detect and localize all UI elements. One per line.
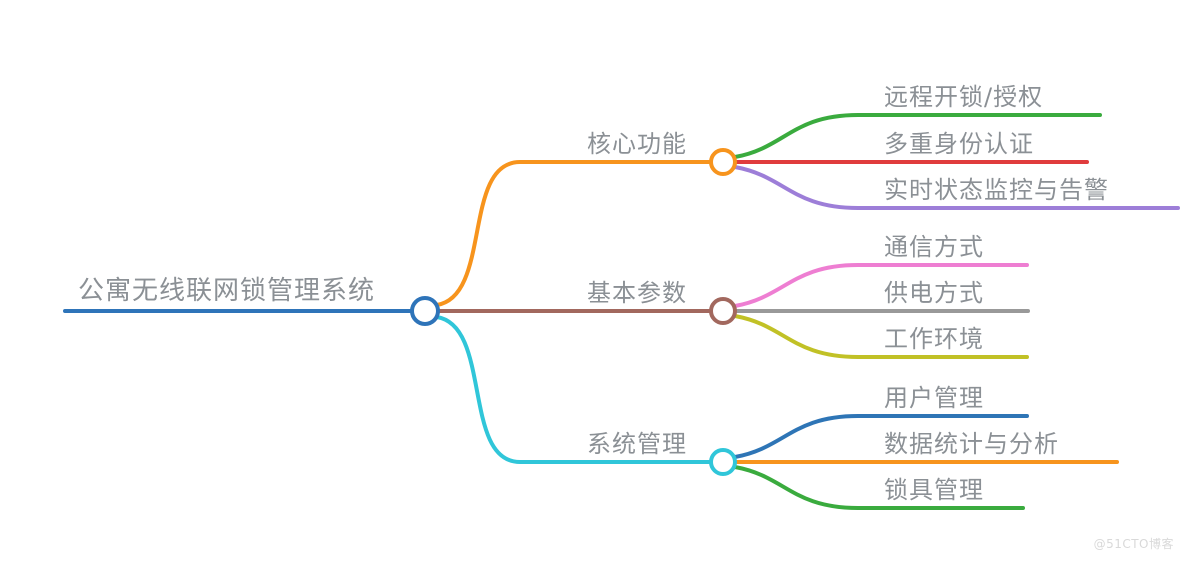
node-root-label: 公寓无线联网锁管理系统: [78, 276, 376, 306]
node-circle-system-mgmt: [709, 448, 737, 476]
node-power-mode-label: 供电方式: [884, 279, 984, 307]
node-core-functions-label: 核心功能: [587, 130, 687, 158]
node-circle-core-functions: [709, 148, 737, 176]
node-data-stats-label: 数据统计与分析: [884, 430, 1059, 458]
node-status-monitor-label: 实时状态监控与告警: [884, 176, 1109, 204]
node-work-env-label: 工作环境: [884, 325, 984, 353]
watermark-51cto: @51CTO博客: [1093, 537, 1174, 551]
connector-comm-mode: [733, 263, 1029, 308]
node-circle-basic-params: [709, 297, 737, 325]
connector-lock-mgmt: [733, 465, 1025, 510]
connector-status-monitor: [733, 165, 1180, 210]
node-circle-root: [410, 296, 440, 326]
connector-user-mgmt: [733, 414, 1029, 459]
node-multi-auth-label: 多重身份认证: [884, 130, 1034, 158]
node-comm-mode-label: 通信方式: [884, 233, 984, 261]
node-lock-mgmt-label: 锁具管理: [884, 476, 984, 504]
node-user-mgmt-label: 用户管理: [884, 384, 984, 412]
node-system-mgmt-label: 系统管理: [587, 430, 687, 458]
connector-root-to-system-mgmt: [435, 315, 713, 464]
node-basic-params-label: 基本参数: [587, 279, 687, 307]
connector-root-to-core-functions: [435, 160, 713, 307]
connector-remote-unlock: [733, 113, 1102, 159]
node-remote-unlock-label: 远程开锁/授权: [884, 83, 1044, 111]
connector-work-env: [733, 314, 1029, 359]
